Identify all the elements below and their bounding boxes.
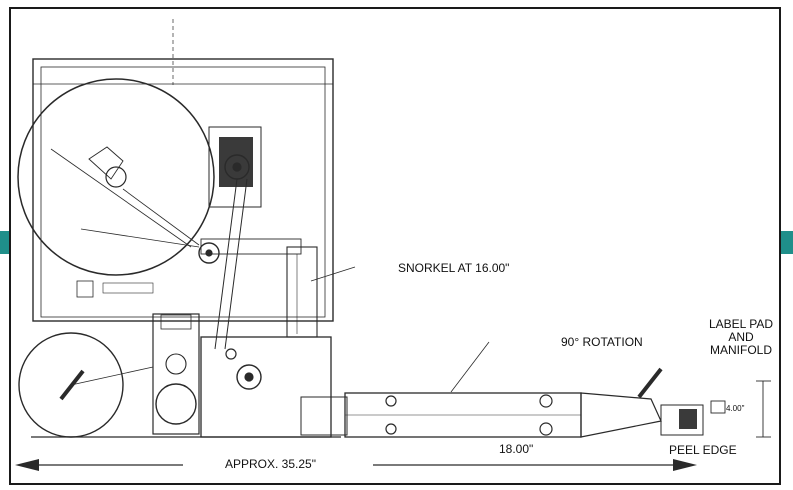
approx-length-label: APPROX. 35.25" xyxy=(225,457,316,471)
rotation-label: 90° ROTATION xyxy=(561,335,643,349)
label-pad xyxy=(580,367,771,438)
peel-edge-label: PEEL EDGE xyxy=(669,443,737,457)
length-dimension xyxy=(15,459,697,471)
applicator-drawing xyxy=(15,19,771,471)
snorkel-leader xyxy=(310,266,356,282)
snorkel-label: SNORKEL AT 16.00" xyxy=(398,261,510,275)
label-pad-line2: AND xyxy=(728,330,754,344)
drawing-frame xyxy=(9,7,781,485)
label-pad-line1: LABEL PAD xyxy=(708,317,774,331)
dimension-18-label: 18.00" xyxy=(499,442,534,456)
label-pad-line3: MANIFOLD xyxy=(709,343,772,357)
snorkel-arm xyxy=(300,341,582,438)
center-body xyxy=(76,238,332,438)
supply-roll xyxy=(17,78,215,276)
height-dimension-label: 4.00" xyxy=(726,404,745,413)
upper-frame xyxy=(32,19,334,322)
accent-bar-left xyxy=(0,231,9,254)
accent-bar-right xyxy=(781,231,793,254)
motor-assembly xyxy=(198,126,262,350)
rewind-roll xyxy=(18,313,341,438)
